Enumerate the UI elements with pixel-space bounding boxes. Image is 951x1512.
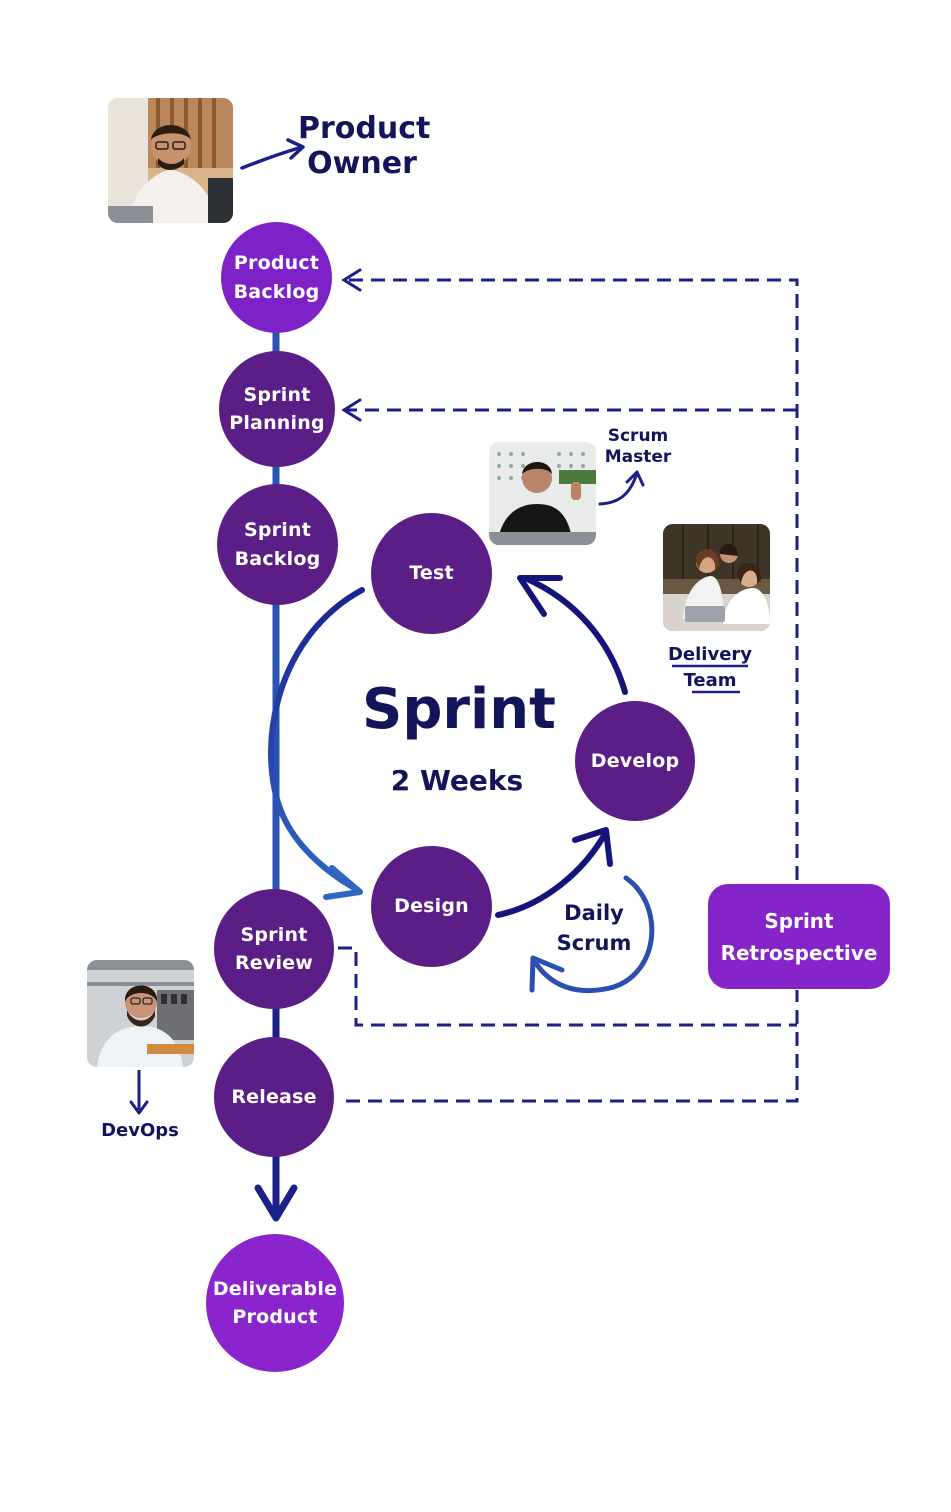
sprint-backlog-line-2: Backlog bbox=[234, 547, 321, 570]
product-owner-arrowhead bbox=[286, 138, 305, 160]
delivery-team-line-1: Delivery bbox=[667, 644, 753, 665]
release-node: Release bbox=[214, 1037, 334, 1157]
sprint-retrospective-line-1: Sprint bbox=[764, 908, 834, 933]
feedback-loops bbox=[338, 278, 799, 1103]
delivery-team-photo bbox=[663, 524, 770, 631]
delivery-team-label: Delivery Team bbox=[664, 642, 756, 694]
sprint-retrospective-box: Sprint Retrospective bbox=[708, 884, 890, 989]
arc-develop-to-test bbox=[522, 575, 628, 695]
retro-to-backlog-line bbox=[346, 278, 799, 880]
daily-scrum-line-1: Daily bbox=[564, 901, 624, 925]
devops-photo bbox=[87, 960, 194, 1067]
develop-text: Develop bbox=[590, 749, 680, 772]
product-owner-arrow bbox=[240, 145, 304, 170]
sprint-duration: 2 Weeks bbox=[390, 764, 524, 797]
scrum-master-photo bbox=[489, 442, 596, 545]
scrum-master-arrow bbox=[598, 474, 638, 506]
product-owner-line-2: Owner bbox=[307, 145, 417, 181]
release-to-retro-line bbox=[346, 990, 799, 1103]
sprint-planning-line-1: Sprint bbox=[243, 383, 311, 406]
arc-backlog-to-design bbox=[268, 587, 365, 893]
sprint-review-node: Sprint Review bbox=[214, 889, 334, 1009]
sprint-planning-line-2: Planning bbox=[229, 412, 325, 434]
sprint-backlog-line-1: Sprint bbox=[244, 519, 311, 541]
devops-arrowhead bbox=[129, 1100, 149, 1115]
arc-design-to-develop bbox=[495, 829, 609, 918]
product-backlog-node: Product Backlog bbox=[221, 222, 332, 333]
scrum-master-label: Scrum Master bbox=[598, 426, 678, 469]
arrowhead-product-backlog bbox=[341, 268, 362, 292]
product-backlog-line-1: Product bbox=[233, 252, 320, 274]
sprint-retrospective-line-2: Retrospective bbox=[720, 940, 878, 965]
daily-scrum-line-2: Scrum bbox=[556, 931, 632, 956]
deliverable-product-node: Deliverable Product bbox=[206, 1234, 344, 1372]
review-to-retro-line bbox=[338, 946, 797, 1027]
sprint-planning-node: Sprint Planning bbox=[219, 351, 335, 467]
daily-scrum-loop bbox=[532, 875, 655, 994]
delivery-team-line-2: Team bbox=[683, 670, 737, 692]
arrowhead-design bbox=[323, 865, 363, 900]
sprint-review-line-1: Sprint bbox=[240, 923, 308, 946]
daily-scrum-label: Daily Scrum bbox=[554, 898, 634, 959]
product-owner-photo bbox=[108, 98, 233, 223]
scrum-master-arrowhead bbox=[625, 470, 645, 487]
release-text: Release bbox=[231, 1085, 317, 1108]
test-text: Test bbox=[409, 562, 454, 585]
devops-text: DevOps bbox=[101, 1120, 179, 1141]
release-down-arrow bbox=[254, 1184, 298, 1222]
scrum-master-line-1: Scrum bbox=[607, 426, 669, 446]
product-backlog-line-2: Backlog bbox=[233, 280, 320, 303]
product-owner-label: Product Owner bbox=[298, 111, 431, 181]
arrowhead-daily-scrum bbox=[529, 955, 565, 993]
sprint-backlog-node: Sprint Backlog bbox=[217, 484, 338, 605]
product-owner-line-1: Product bbox=[298, 111, 431, 146]
test-node: Test bbox=[371, 513, 492, 634]
sprint-title: Sprint bbox=[362, 677, 556, 742]
scrum-master-line-2: Master bbox=[604, 447, 672, 468]
arrowhead-develop bbox=[572, 827, 613, 867]
design-node: Design bbox=[371, 846, 492, 967]
sprint-review-line-2: Review bbox=[234, 952, 314, 974]
deliverable-product-line-2: Product bbox=[232, 1306, 318, 1328]
develop-node: Develop bbox=[575, 701, 695, 821]
design-text: Design bbox=[394, 895, 469, 918]
arrowhead-test bbox=[517, 575, 563, 617]
arrowhead-sprint-planning bbox=[341, 398, 362, 422]
deliverable-product-line-1: Deliverable bbox=[212, 1277, 338, 1300]
devops-label: DevOps bbox=[98, 1120, 182, 1141]
